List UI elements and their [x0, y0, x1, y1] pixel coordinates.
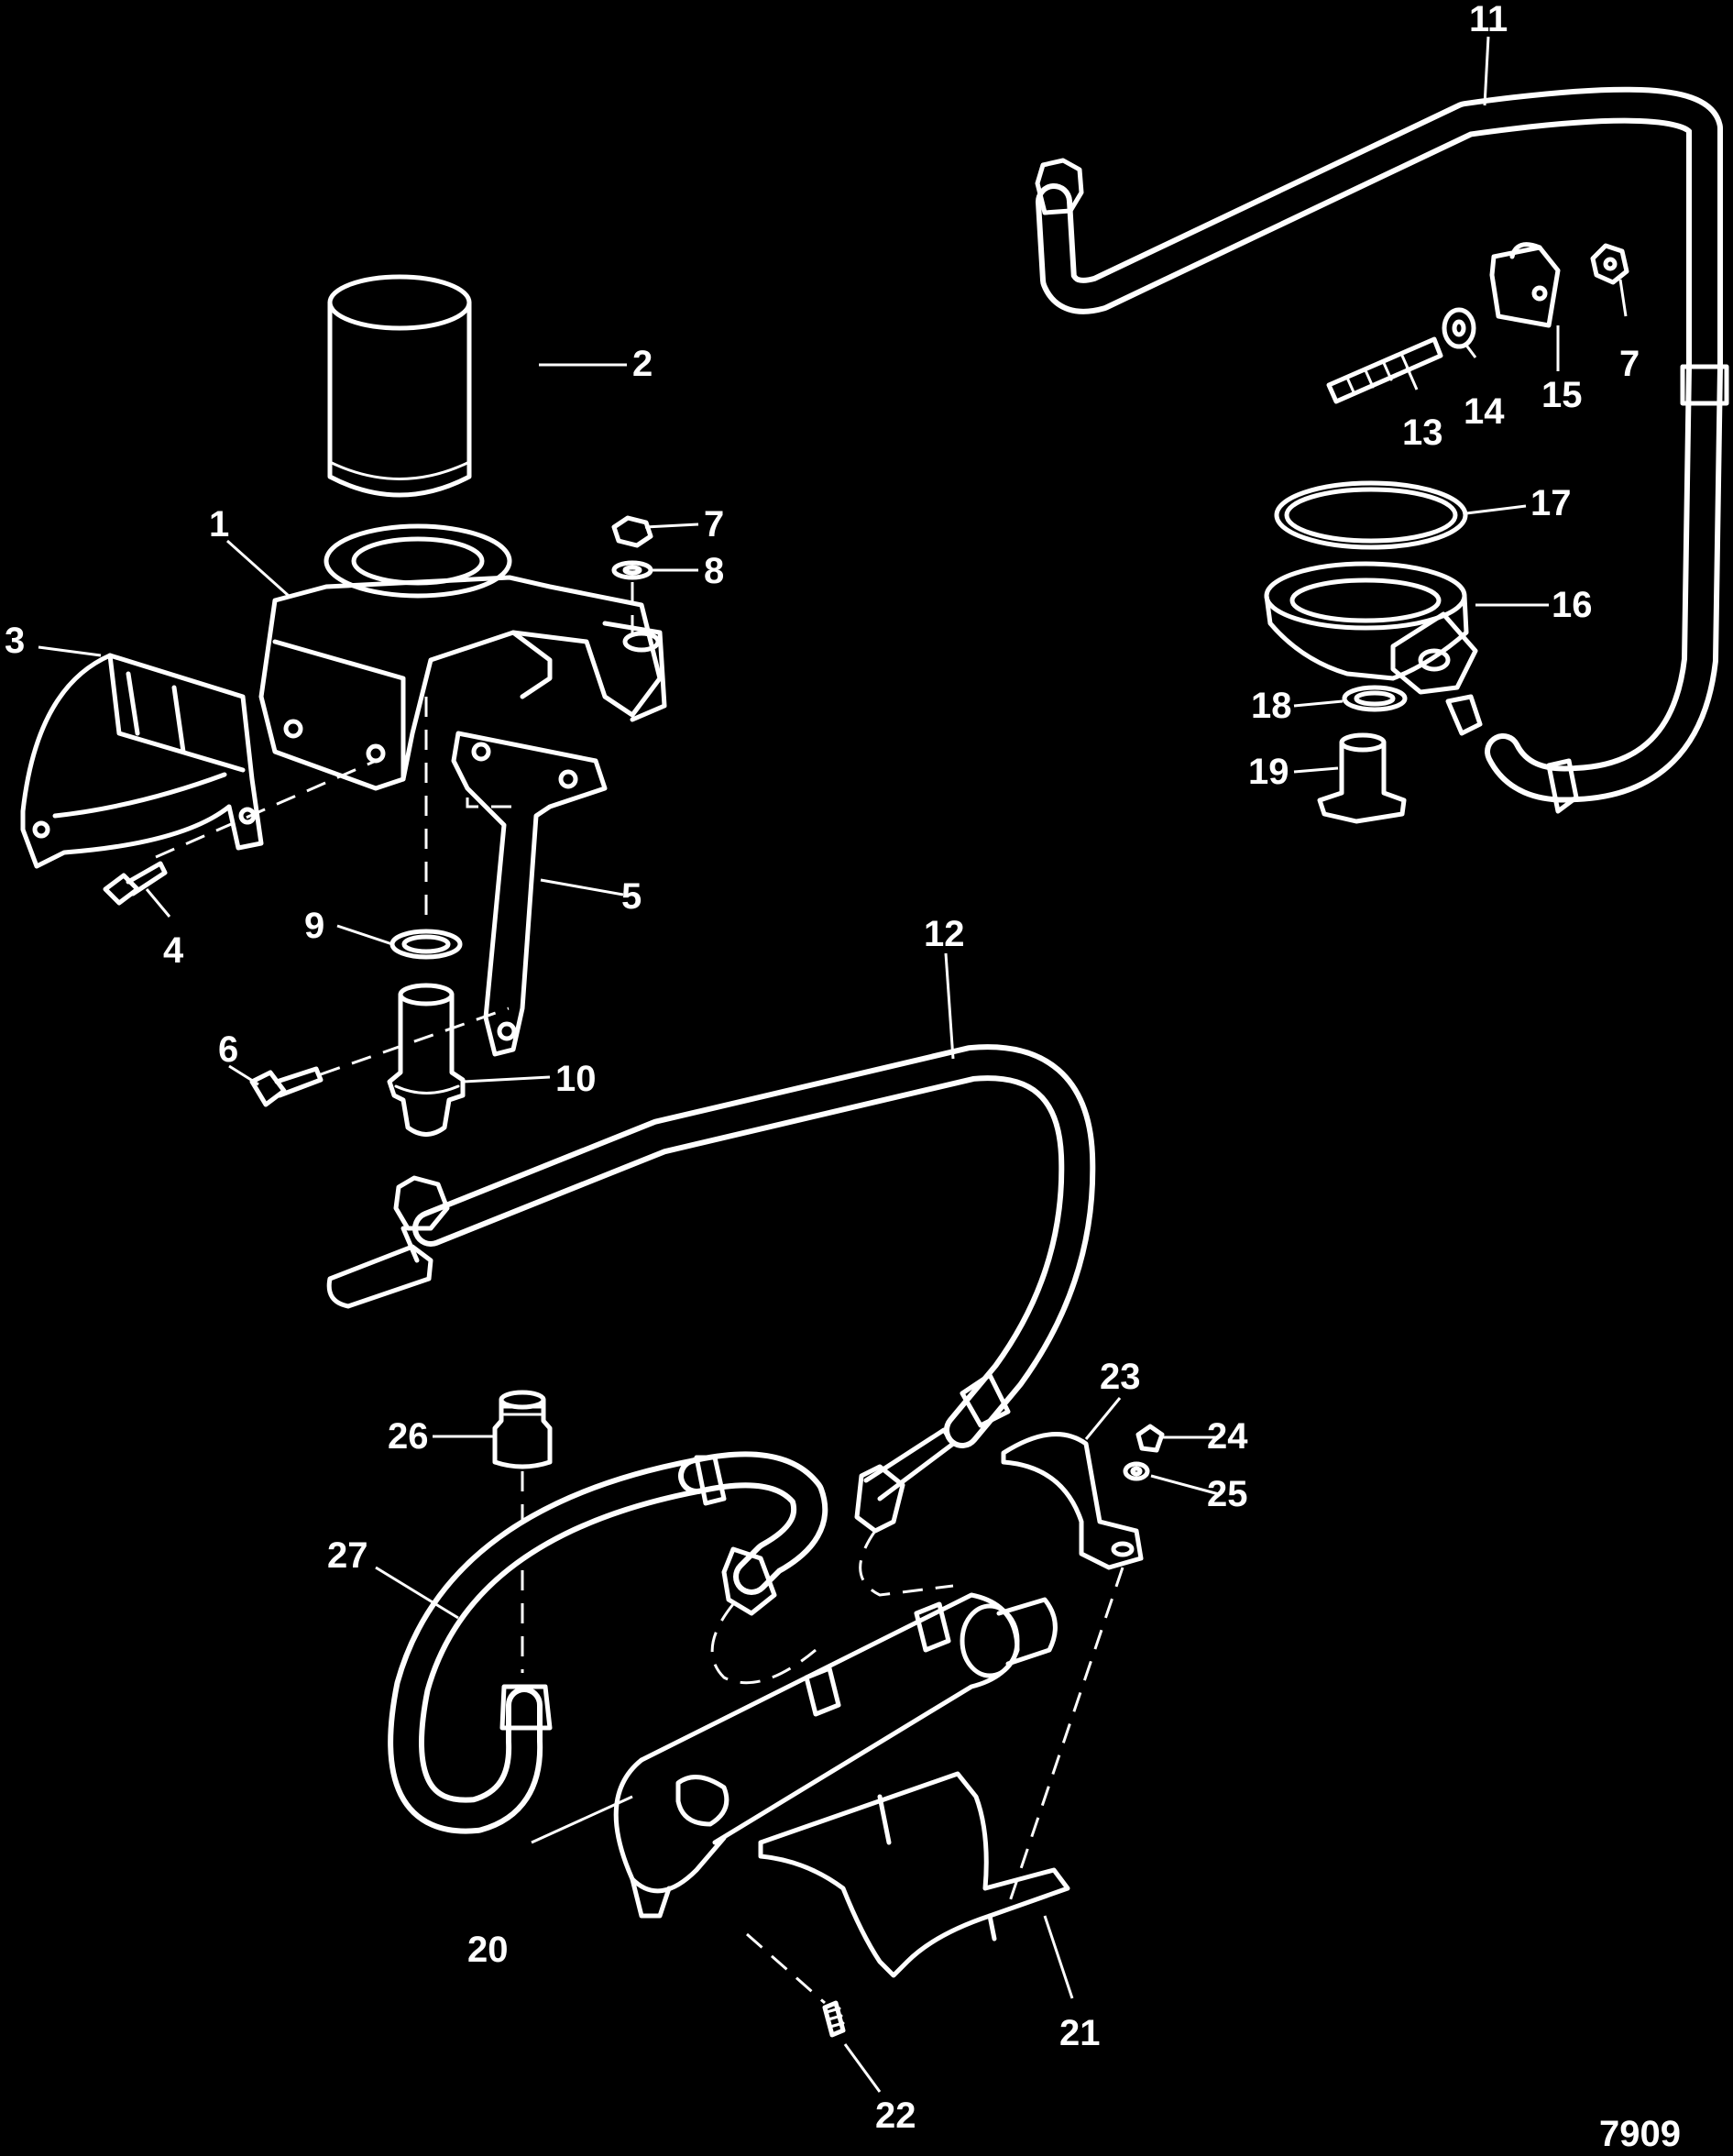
callout-26: 26: [388, 1416, 429, 1457]
part-15-hose-clip: [1489, 242, 1561, 328]
part-17-large-o-ring: [1274, 480, 1468, 550]
callout-2: 2: [632, 344, 653, 384]
part-22-screw: [822, 2000, 846, 2038]
callout-10: 10: [555, 1059, 597, 1099]
part-12-main-hose: [326, 1044, 1096, 1534]
callout-15: 15: [1541, 375, 1583, 415]
callout-7-right: 7: [1619, 344, 1640, 384]
part-10-adapter-fitting: [387, 983, 466, 1137]
part-25-washer: [1123, 1461, 1150, 1481]
part-7-nut-right: [1590, 243, 1629, 285]
callout-22: 22: [875, 2096, 916, 2136]
part-8-washer-left: [611, 560, 653, 580]
callout-24: 24: [1207, 1416, 1248, 1457]
part-23-hose-clamp: [1001, 1432, 1144, 1570]
callout-21: 21: [1059, 2013, 1101, 2053]
part-9-o-ring: [389, 929, 463, 960]
part-2-filter-canister: [327, 274, 472, 498]
callout-27: 27: [327, 1535, 368, 1576]
part-14-washer: [1442, 307, 1476, 349]
callout-18: 18: [1251, 686, 1292, 726]
part-4-bolt: [103, 861, 168, 906]
leader-lines: [38, 36, 1628, 2093]
callout-12: 12: [924, 914, 965, 954]
part-5-strap-bracket: [451, 731, 608, 1057]
callout-23: 23: [1100, 1357, 1141, 1397]
callout-9: 9: [304, 906, 324, 946]
part-19-adapter-nipple: [1317, 732, 1407, 824]
part-16-filter-adapter: [1264, 561, 1478, 695]
callout-25: 25: [1207, 1474, 1248, 1514]
callout-5: 5: [621, 876, 642, 917]
callout-16: 16: [1552, 585, 1593, 625]
callout-6: 6: [218, 1029, 238, 1070]
callout-labels: 2 1 3 4 5 6 7 8 9 10 11 12 13 14 15 7 17…: [5, 0, 1640, 2136]
figure-number: 7909: [1599, 2114, 1681, 2154]
callout-8: 8: [704, 551, 724, 591]
part-18-seal-washer: [1342, 685, 1408, 712]
callout-14: 14: [1464, 391, 1505, 432]
part-13-stud: [1326, 336, 1443, 404]
part-1-mounting-bracket: [258, 523, 667, 791]
callout-1: 1: [209, 504, 229, 544]
callout-11: 11: [1469, 0, 1508, 39]
part-7-nut-left: [611, 515, 653, 548]
part-21-cooler-bracket: [758, 1771, 1070, 1978]
callout-7-left: 7: [704, 504, 724, 544]
callout-13: 13: [1402, 412, 1443, 453]
part-26-fitting: [492, 1390, 553, 1469]
part-6-bolt: [249, 1066, 324, 1107]
part-3-clamp-bracket: [20, 653, 264, 869]
callout-17: 17: [1530, 483, 1572, 523]
callout-3: 3: [5, 621, 25, 661]
callout-19: 19: [1248, 752, 1289, 792]
callout-4: 4: [163, 930, 184, 971]
part-27-cooler-hose: [388, 1451, 828, 1834]
part-24-nut: [1135, 1424, 1165, 1453]
part-20-oil-cooler: [613, 1592, 1058, 1919]
callout-20: 20: [467, 1930, 509, 1970]
part-11-upper-hose: [1035, 86, 1729, 814]
